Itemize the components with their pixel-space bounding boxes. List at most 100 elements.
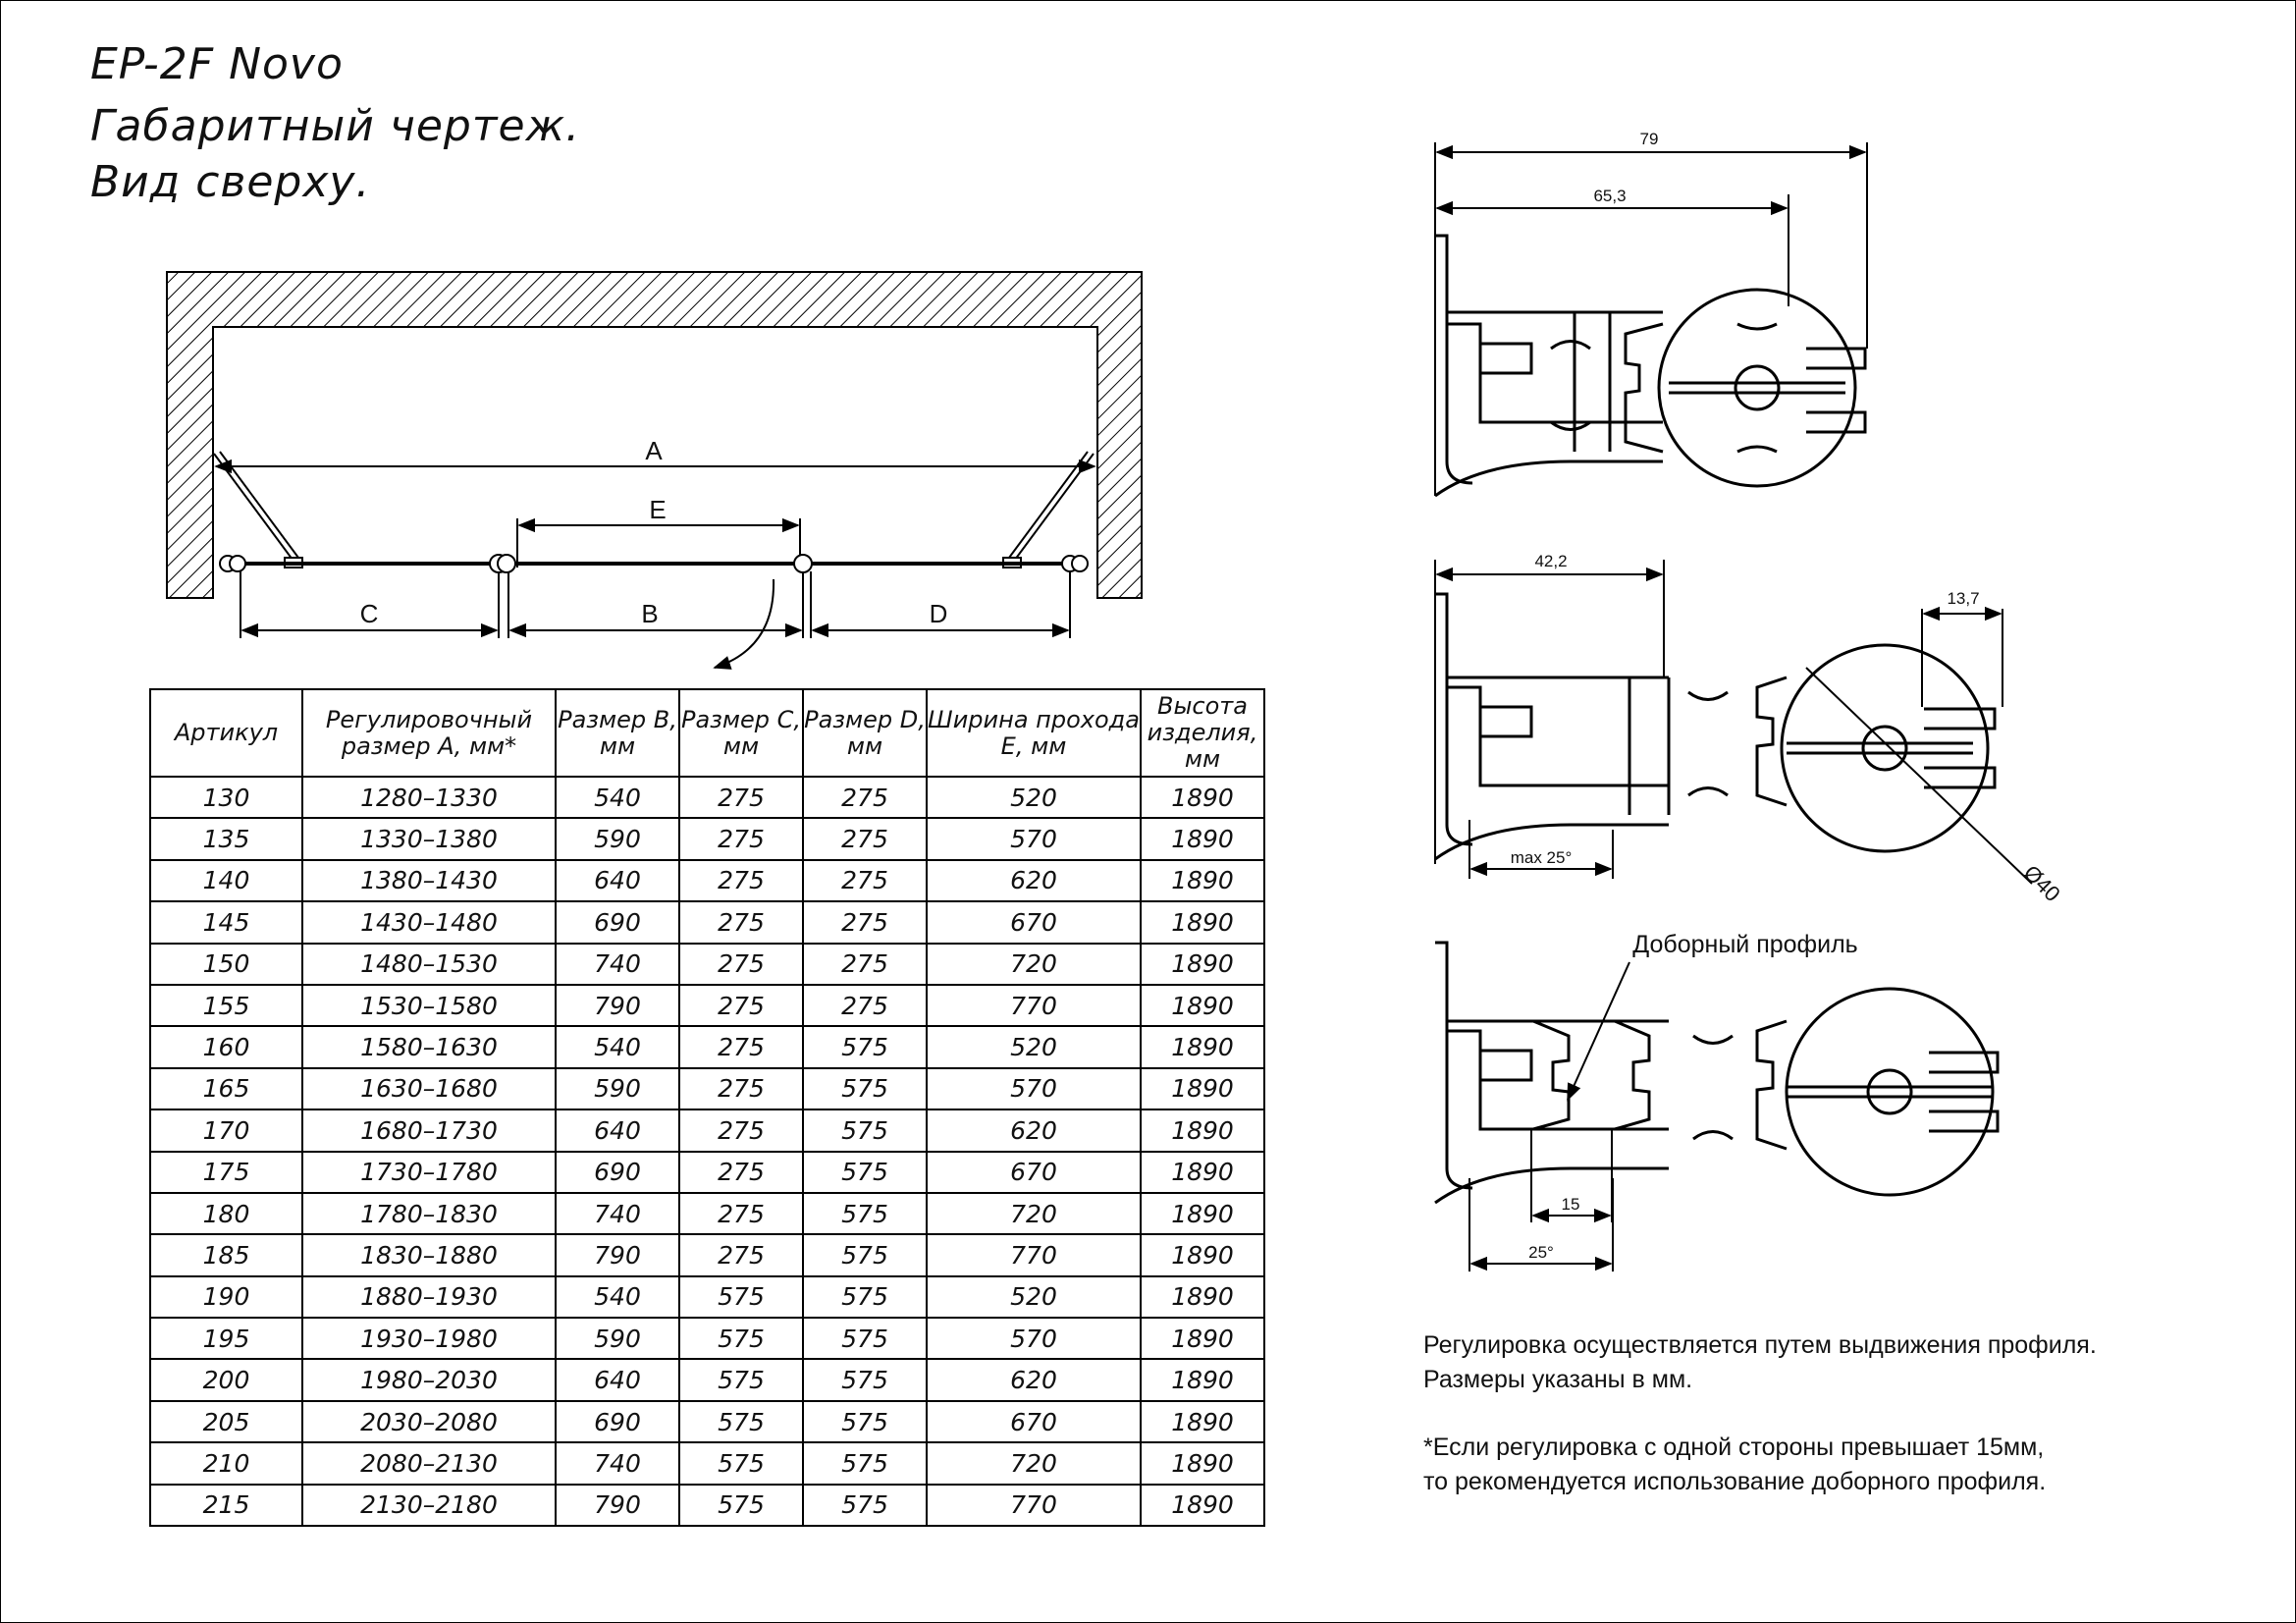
table-cell: 1890 — [1140, 1233, 1265, 1277]
table-cell: 520 — [926, 1025, 1142, 1069]
dim-25: 25° — [1528, 1243, 1554, 1262]
dim-42-2: 42,2 — [1534, 552, 1567, 570]
table-cell: 1630–1680 — [301, 1066, 557, 1111]
table-cell: 1890 — [1140, 1317, 1265, 1361]
table-cell: 190 — [149, 1274, 303, 1320]
table-cell: 590 — [555, 1066, 680, 1111]
note-line-1: Регулировка осуществляется путем выдвиже… — [1423, 1331, 2097, 1359]
table-cell: 130 — [149, 775, 303, 820]
table-cell: 150 — [149, 942, 303, 986]
table-cell: 770 — [926, 983, 1142, 1028]
table-cell: 575 — [802, 1150, 928, 1194]
label-a: A — [645, 436, 663, 465]
table-cell: 275 — [678, 1150, 804, 1194]
table-cell: 620 — [926, 858, 1142, 903]
table-cell: 275 — [802, 775, 928, 820]
table-cell: 575 — [678, 1317, 804, 1361]
table-cell: 640 — [555, 858, 680, 903]
header-height: Высота изделия, мм — [1140, 688, 1265, 778]
table-cell: 790 — [555, 1233, 680, 1277]
table-cell: 570 — [926, 1066, 1142, 1111]
note-adjustment: Регулировка осуществляется путем выдвиже… — [1423, 1328, 2097, 1397]
table-cell: 185 — [149, 1233, 303, 1277]
model-title: EP-2F Novo — [90, 39, 344, 89]
plan-hinges — [219, 554, 1089, 573]
dimension-e — [516, 517, 801, 568]
dim-diameter-40: Ø40 — [2019, 860, 2065, 906]
table-cell: 2080–2130 — [301, 1441, 557, 1486]
table-cell: 1890 — [1140, 1358, 1265, 1402]
table-cell: 1430–1480 — [301, 900, 557, 945]
table-cell: 275 — [802, 900, 928, 945]
table-cell: 160 — [149, 1025, 303, 1069]
table-cell: 200 — [149, 1358, 303, 1402]
spec-table: Артикул Регулировочный размер А, мм* Раз… — [149, 688, 1265, 1528]
table-cell: 1980–2030 — [301, 1358, 557, 1402]
table-cell: 2130–2180 — [301, 1483, 557, 1528]
note-extra-profile: *Если регулировка с одной стороны превыш… — [1423, 1431, 2046, 1499]
table-cell: 1890 — [1140, 1274, 1265, 1320]
table-cell: 1680–1730 — [301, 1109, 557, 1153]
table-cell: 740 — [555, 1191, 680, 1236]
table-cell: 1890 — [1140, 817, 1265, 861]
table-cell: 1890 — [1140, 1025, 1265, 1069]
table-cell: 575 — [802, 1441, 928, 1486]
view-subtitle: Вид сверху. — [90, 157, 371, 207]
table-cell: 575 — [678, 1274, 804, 1320]
table-cell: 540 — [555, 1274, 680, 1320]
header-size-a: Регулировочный размер А, мм* — [301, 688, 557, 778]
table-cell: 740 — [555, 942, 680, 986]
dim-79: 79 — [1640, 130, 1659, 148]
table-cell: 540 — [555, 1025, 680, 1069]
table-cell: 2030–2080 — [301, 1399, 557, 1444]
table-cell: 155 — [149, 983, 303, 1028]
table-cell: 740 — [555, 1441, 680, 1486]
header-size-d: Размер D, мм — [802, 688, 928, 778]
table-cell: 1890 — [1140, 1191, 1265, 1236]
table-cell: 570 — [926, 817, 1142, 861]
table-cell: 1780–1830 — [301, 1191, 557, 1236]
table-cell: 690 — [555, 900, 680, 945]
table-cell: 275 — [802, 817, 928, 861]
table-cell: 1330–1380 — [301, 817, 557, 861]
table-cell: 165 — [149, 1066, 303, 1111]
dim-65-3: 65,3 — [1593, 187, 1626, 205]
table-cell: 1280–1330 — [301, 775, 557, 820]
table-cell: 275 — [678, 1233, 804, 1277]
table-cell: 690 — [555, 1399, 680, 1444]
table-cell: 790 — [555, 983, 680, 1028]
table-cell: 275 — [678, 900, 804, 945]
profile-section-1 — [1434, 142, 1868, 498]
table-cell: 575 — [678, 1483, 804, 1528]
table-cell: 205 — [149, 1399, 303, 1444]
table-cell: 175 — [149, 1150, 303, 1194]
table-cell: 1890 — [1140, 942, 1265, 986]
table-cell: 575 — [802, 1233, 928, 1277]
dimension-cbd — [240, 571, 1071, 638]
table-cell: 575 — [802, 1191, 928, 1236]
dim-15: 15 — [1562, 1195, 1580, 1214]
table-cell: 275 — [678, 1066, 804, 1111]
drawing-subtitle: Габаритный чертеж. — [90, 101, 581, 151]
table-cell: 690 — [555, 1150, 680, 1194]
table-cell: 575 — [802, 1025, 928, 1069]
table-cell: 640 — [555, 1358, 680, 1402]
dim-13-7: 13,7 — [1947, 589, 1979, 608]
table-cell: 1880–1930 — [301, 1274, 557, 1320]
table-cell: 275 — [678, 1109, 804, 1153]
table-cell: 720 — [926, 1441, 1142, 1486]
table-cell: 575 — [802, 1358, 928, 1402]
table-cell: 590 — [555, 817, 680, 861]
table-cell: 720 — [926, 942, 1142, 986]
